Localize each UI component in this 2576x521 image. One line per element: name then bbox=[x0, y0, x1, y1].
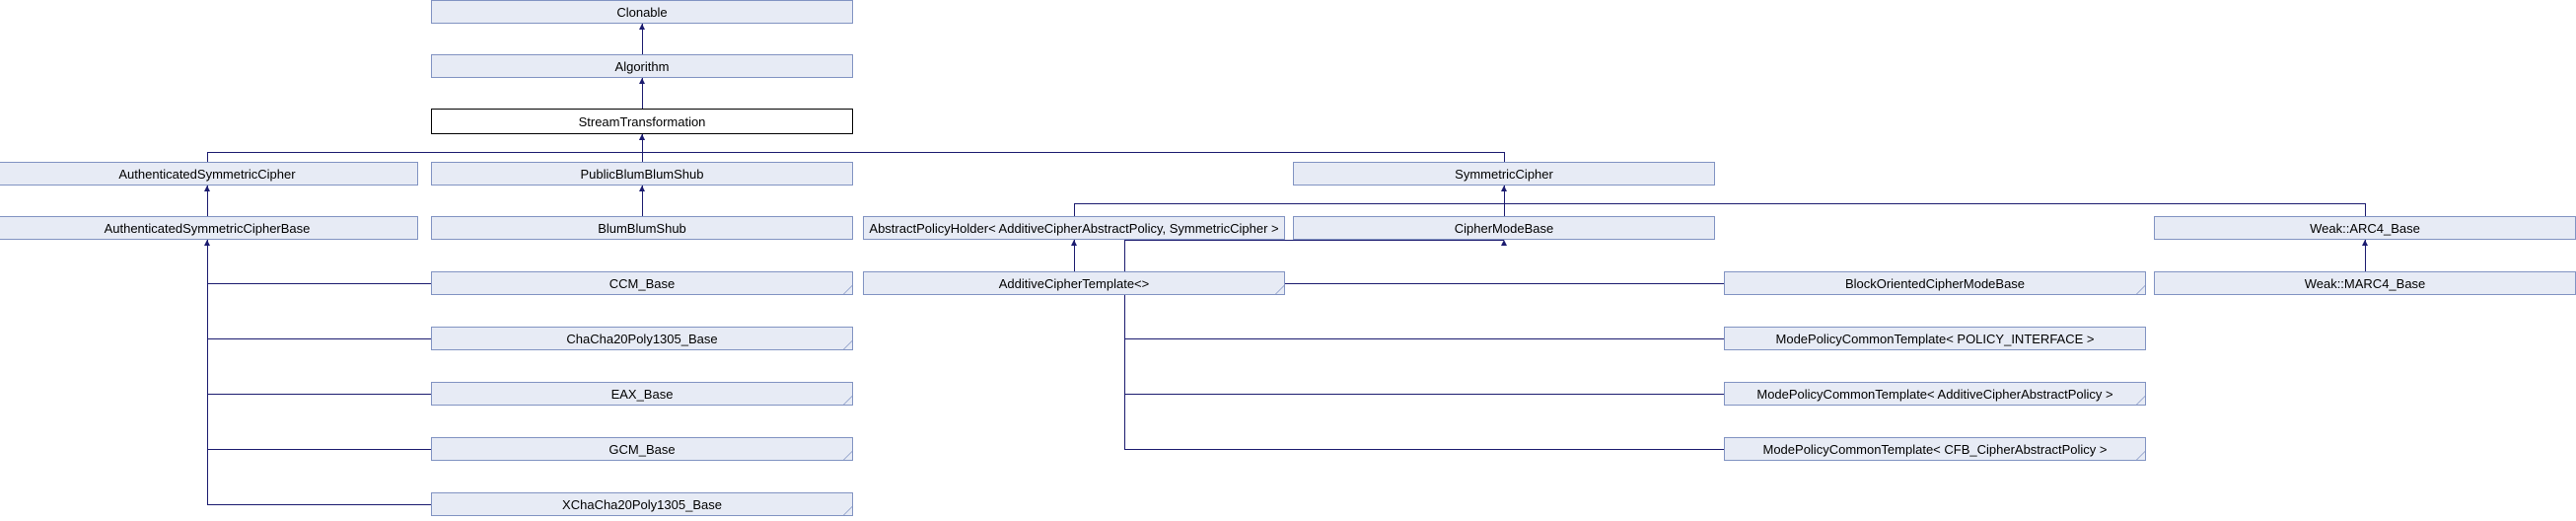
class-node-label: CipherModeBase bbox=[1454, 220, 1554, 236]
class-node-streamtransformation[interactable]: StreamTransformation bbox=[431, 109, 853, 134]
edge-segment-vertical bbox=[1504, 186, 1505, 216]
class-node-label: AuthenticatedSymmetricCipher bbox=[118, 166, 296, 182]
class-node-label: BlumBlumShub bbox=[598, 220, 686, 236]
class-node-label: ChaCha20Poly1305_Base bbox=[566, 331, 718, 346]
class-node-label: ModePolicyCommonTemplate< AdditiveCipher… bbox=[1756, 386, 2113, 402]
class-node-ciphermodebase[interactable]: CipherModeBase bbox=[1293, 216, 1715, 240]
class-node-label: PublicBlumBlumShub bbox=[580, 166, 704, 182]
inheritance-arrowhead bbox=[639, 186, 645, 191]
edge-segment-horizontal bbox=[1124, 394, 1724, 395]
class-node-publicblumblumshub[interactable]: PublicBlumBlumShub bbox=[431, 162, 853, 186]
class-node-eax_base[interactable]: EAX_Base bbox=[431, 382, 853, 406]
edge-segment-horizontal bbox=[207, 338, 431, 339]
class-node-modepolicy_cfb[interactable]: ModePolicyCommonTemplate< CFB_CipherAbst… bbox=[1724, 437, 2146, 461]
edge-bus-symmetriccipher bbox=[1074, 203, 2365, 204]
class-node-label: ModePolicyCommonTemplate< POLICY_INTERFA… bbox=[1775, 331, 2095, 346]
class-node-label: GCM_Base bbox=[608, 441, 676, 457]
edge-segment-vertical bbox=[1074, 203, 1075, 216]
class-node-label: AuthenticatedSymmetricCipherBase bbox=[104, 220, 311, 236]
class-node-additiveciphertemplate[interactable]: AdditiveCipherTemplate<> bbox=[863, 271, 1285, 295]
edge-segment-horizontal bbox=[1124, 449, 1724, 450]
edge-segment-vertical bbox=[1074, 240, 1075, 271]
inheritance-arrowhead bbox=[204, 240, 210, 246]
inheritance-arrowhead bbox=[2362, 240, 2368, 246]
edge-bus-authenticatedsymmetriccipherbase bbox=[207, 240, 208, 504]
edge-segment-horizontal bbox=[1124, 240, 1504, 241]
edge-segment-horizontal bbox=[1124, 283, 1724, 284]
class-node-label: Algorithm bbox=[614, 58, 670, 74]
edge-segment-horizontal bbox=[207, 504, 431, 505]
class-node-clonable[interactable]: Clonable bbox=[431, 0, 853, 24]
edge-segment-vertical bbox=[642, 24, 643, 54]
class-node-label: StreamTransformation bbox=[578, 113, 706, 129]
class-node-label: ModePolicyCommonTemplate< CFB_CipherAbst… bbox=[1762, 441, 2108, 457]
edge-segment-horizontal bbox=[1124, 338, 1724, 339]
edge-segment-vertical bbox=[642, 134, 643, 152]
edge-segment-horizontal bbox=[207, 283, 431, 284]
class-node-abstractpolicyholder[interactable]: AbstractPolicyHolder< AdditiveCipherAbst… bbox=[863, 216, 1285, 240]
edge-segment-horizontal bbox=[207, 394, 431, 395]
inheritance-arrowhead bbox=[204, 186, 210, 191]
class-node-label: Weak::ARC4_Base bbox=[2310, 220, 2420, 236]
class-node-modepolicy_additive[interactable]: ModePolicyCommonTemplate< AdditiveCipher… bbox=[1724, 382, 2146, 406]
edge-bus-streamtransformation bbox=[207, 152, 1504, 153]
inheritance-arrowhead bbox=[1501, 240, 1507, 246]
class-node-label: AbstractPolicyHolder< AdditiveCipherAbst… bbox=[869, 220, 1279, 236]
inheritance-arrowhead bbox=[639, 134, 645, 140]
edge-segment-vertical bbox=[207, 186, 208, 216]
edge-bus-ciphermodebase bbox=[1124, 240, 1125, 449]
class-node-blockorientedciphermodebase[interactable]: BlockOrientedCipherModeBase bbox=[1724, 271, 2146, 295]
edge-segment-vertical bbox=[207, 152, 208, 162]
inheritance-arrowhead bbox=[1071, 240, 1077, 246]
class-node-symmetriccipher[interactable]: SymmetricCipher bbox=[1293, 162, 1715, 186]
edge-segment-vertical bbox=[2365, 240, 2366, 271]
class-node-gcm_base[interactable]: GCM_Base bbox=[431, 437, 853, 461]
class-node-label: XChaCha20Poly1305_Base bbox=[562, 496, 722, 512]
class-node-algorithm[interactable]: Algorithm bbox=[431, 54, 853, 78]
class-node-chacha20poly1305_base[interactable]: ChaCha20Poly1305_Base bbox=[431, 327, 853, 350]
edge-segment-vertical bbox=[642, 78, 643, 109]
class-node-label: SymmetricCipher bbox=[1455, 166, 1553, 182]
inheritance-arrowhead bbox=[639, 24, 645, 30]
inheritance-arrowhead bbox=[639, 78, 645, 84]
inheritance-arrowhead bbox=[1501, 186, 1507, 191]
class-node-blumblumshub[interactable]: BlumBlumShub bbox=[431, 216, 853, 240]
class-node-label: EAX_Base bbox=[610, 386, 674, 402]
class-node-authenticatedsymmetriccipher[interactable]: AuthenticatedSymmetricCipher bbox=[0, 162, 418, 186]
class-node-label: CCM_Base bbox=[608, 275, 676, 291]
class-node-xchacha20poly1305_base[interactable]: XChaCha20Poly1305_Base bbox=[431, 492, 853, 516]
class-node-weak_arc4_base[interactable]: Weak::ARC4_Base bbox=[2154, 216, 2576, 240]
class-node-label: BlockOrientedCipherModeBase bbox=[1844, 275, 2026, 291]
class-node-label: Clonable bbox=[616, 4, 668, 20]
edge-segment-vertical bbox=[1504, 152, 1505, 162]
edge-segment-vertical bbox=[2365, 203, 2366, 216]
class-node-weak_marc4_base[interactable]: Weak::MARC4_Base bbox=[2154, 271, 2576, 295]
class-node-authenticatedsymmetricciphrbase[interactable]: AuthenticatedSymmetricCipherBase bbox=[0, 216, 418, 240]
class-node-label: Weak::MARC4_Base bbox=[2304, 275, 2426, 291]
class-node-ccm_base[interactable]: CCM_Base bbox=[431, 271, 853, 295]
class-node-modepolicy_policy_interface[interactable]: ModePolicyCommonTemplate< POLICY_INTERFA… bbox=[1724, 327, 2146, 350]
edge-segment-horizontal bbox=[207, 449, 431, 450]
edge-segment-vertical bbox=[642, 186, 643, 216]
class-node-label: AdditiveCipherTemplate<> bbox=[998, 275, 1150, 291]
